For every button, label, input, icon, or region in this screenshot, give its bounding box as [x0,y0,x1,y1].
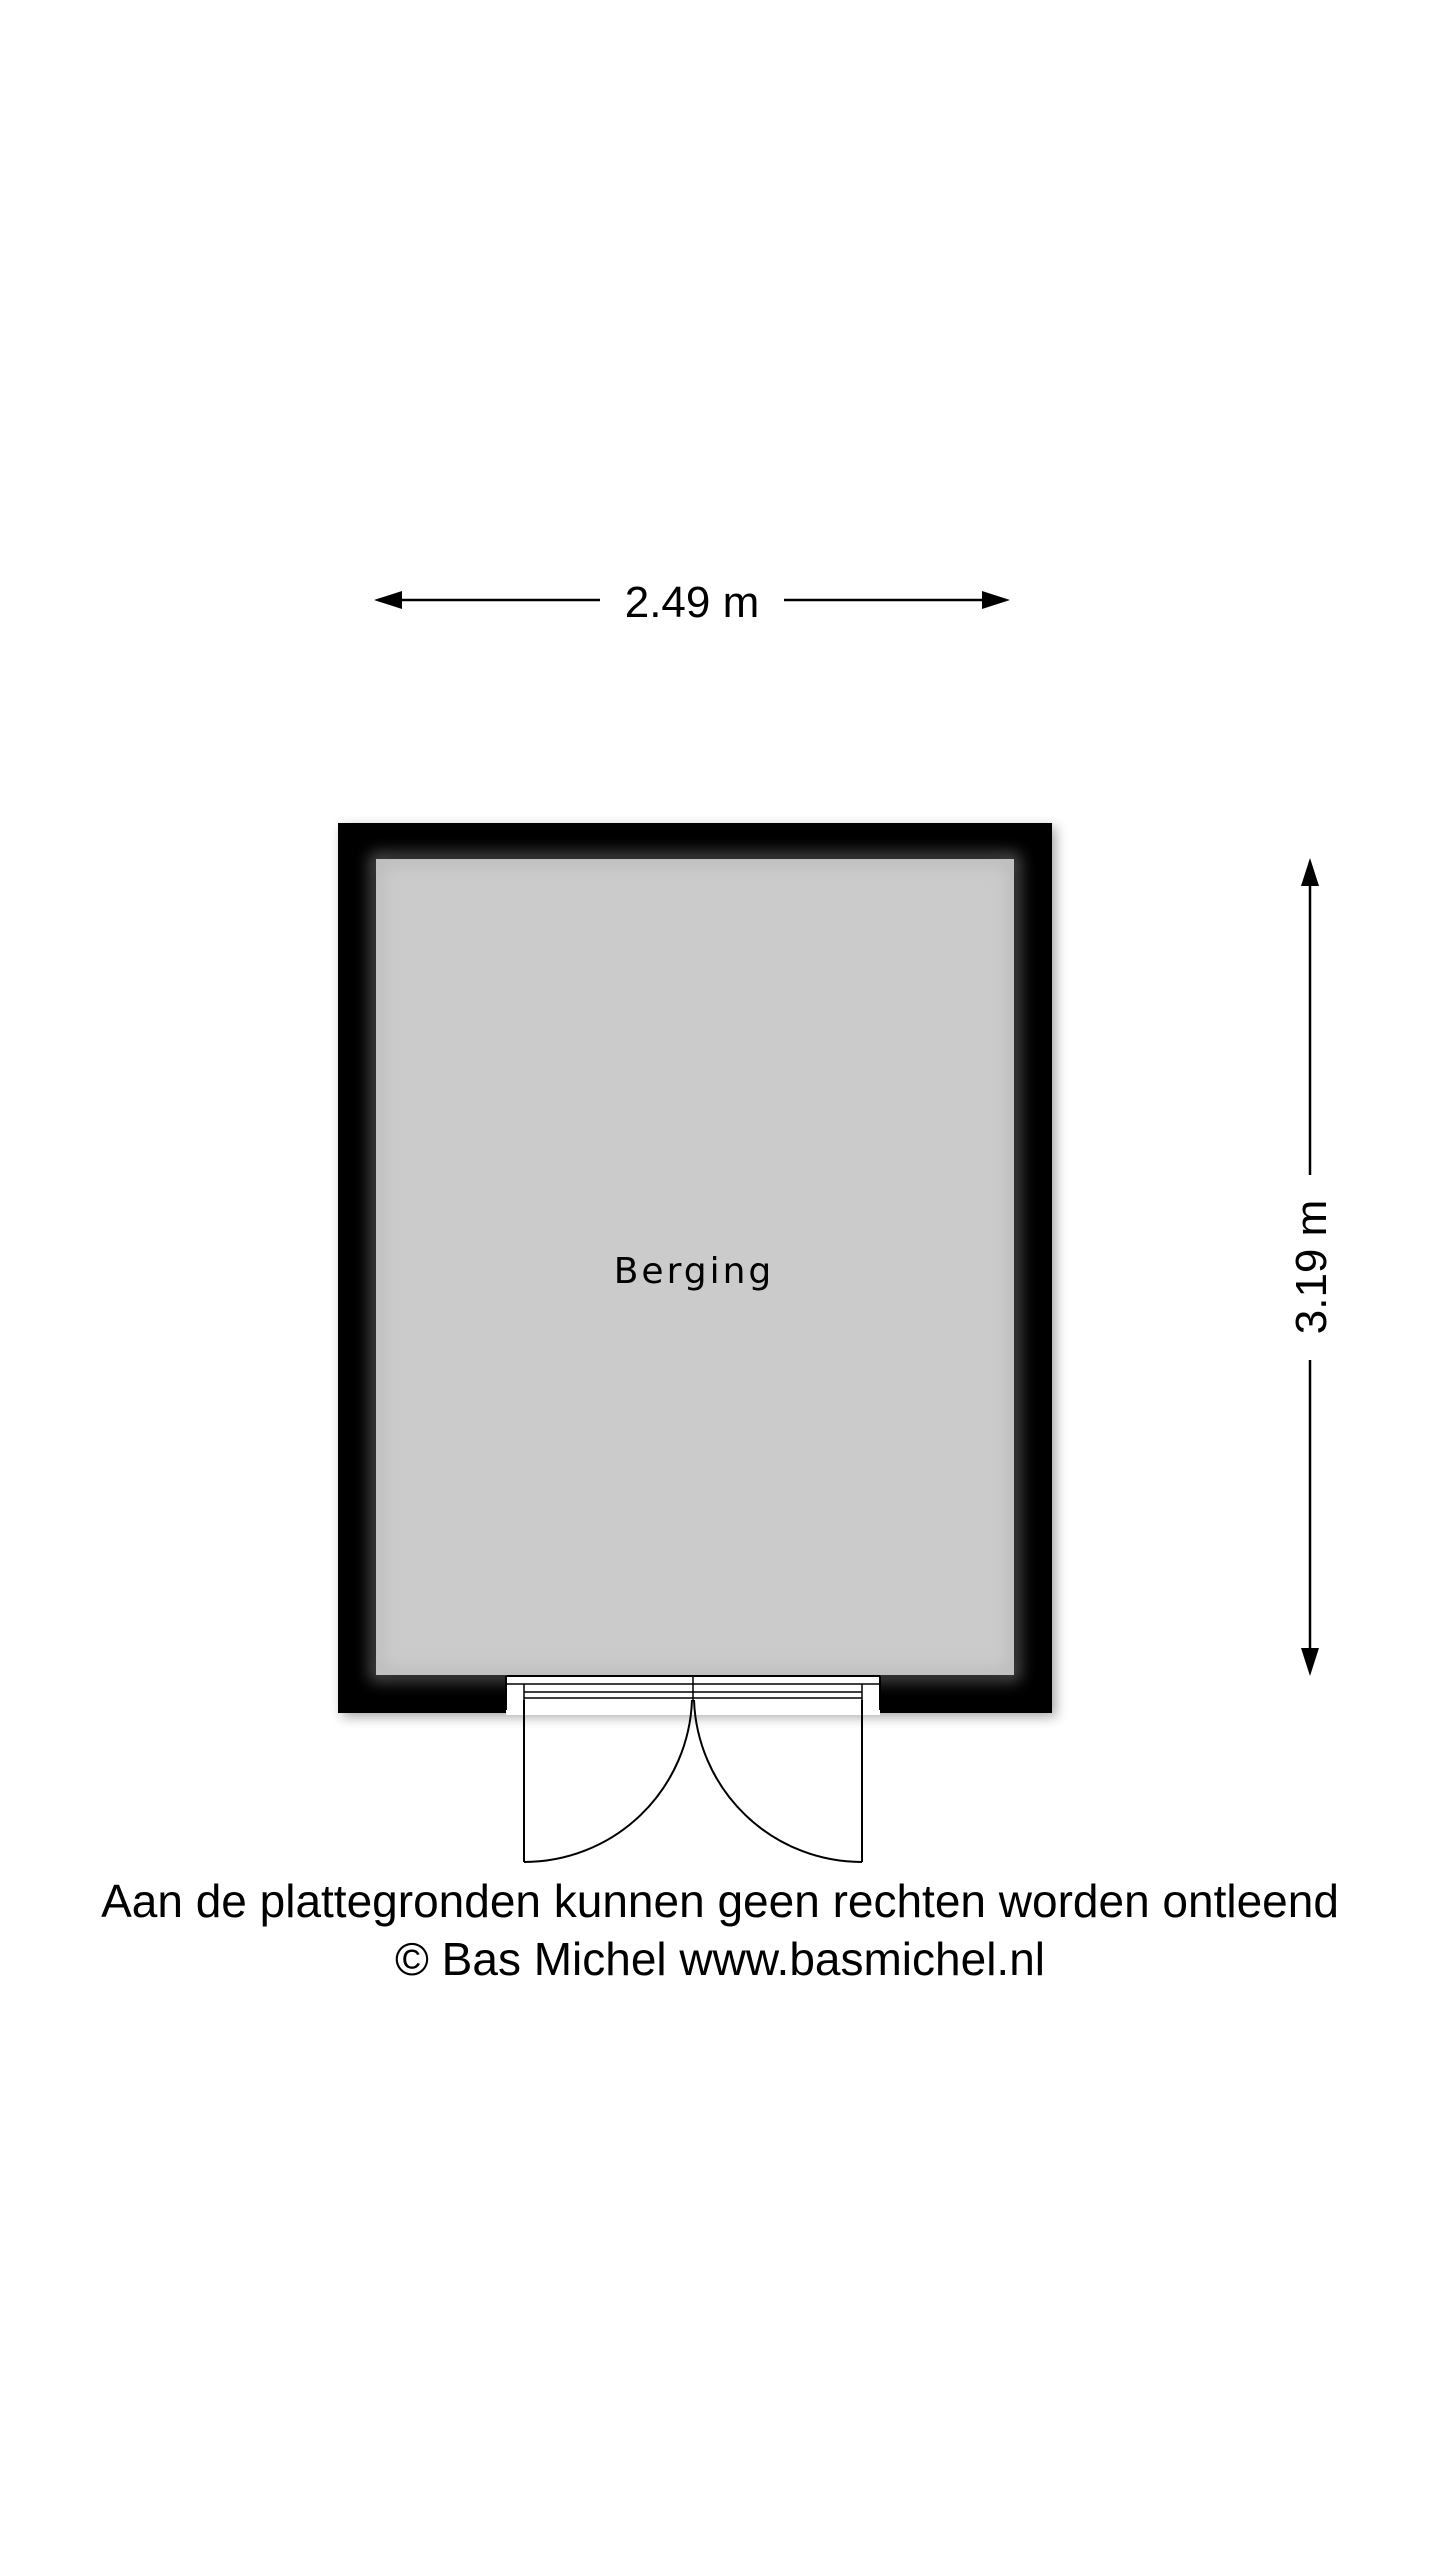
double-door [505,1675,881,1863]
door-swing-right [693,1699,863,1863]
arrow-left-icon [374,591,402,609]
copyright-credit: © Bas Michel www.basmichel.nl [395,1933,1045,1985]
depth-dimension: 3.19 m [1287,858,1336,1676]
arrow-right-icon [982,591,1010,609]
room-label: Berging [614,1251,775,1292]
width-dimension: 2.49 m [374,578,1010,627]
disclaimer-text: Aan de plattegronden kunnen geen rechten… [101,1875,1339,1927]
room-floor [376,859,1014,1675]
door-swing-left [523,1699,693,1863]
depth-dimension-label: 3.19 m [1287,1200,1336,1335]
arrow-down-icon [1301,1648,1319,1676]
arrow-up-icon [1301,858,1319,886]
width-dimension-label: 2.49 m [625,578,760,627]
